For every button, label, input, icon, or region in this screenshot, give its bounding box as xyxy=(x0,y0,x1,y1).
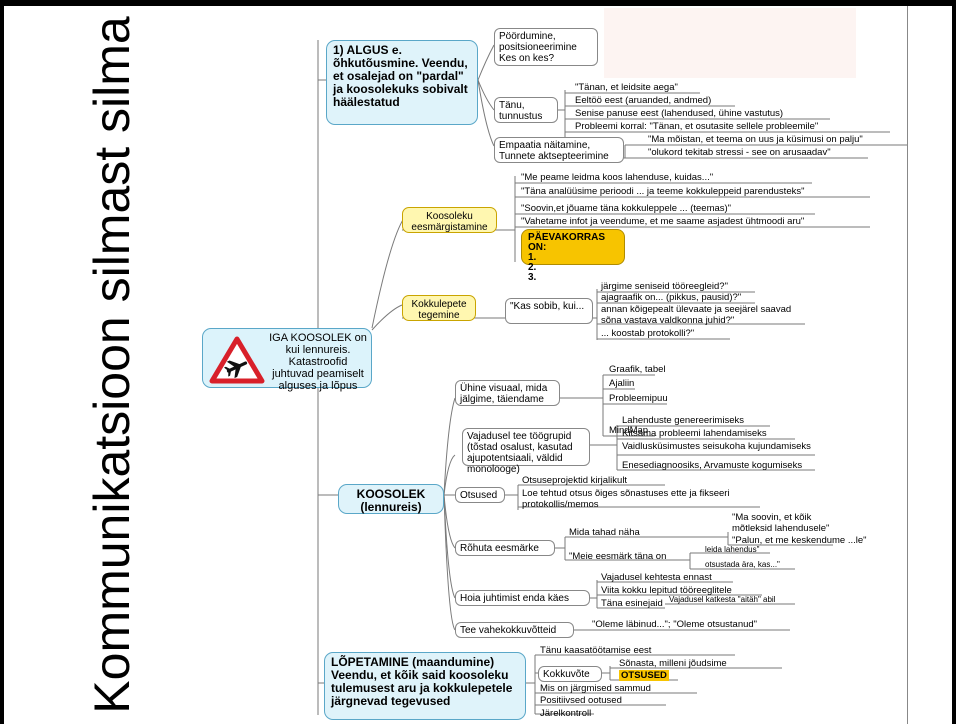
otsused-node: Otsused xyxy=(455,487,505,503)
rohuta-meie: "Meie eesmärk täna on xyxy=(569,551,667,562)
visuaal-item: Graafik, tabel xyxy=(609,364,666,375)
koosolek-node: KOOSOLEK (lennureis) xyxy=(338,484,444,514)
lopetamine-item: Mis on järgmised sammud xyxy=(540,683,651,694)
slide-frame-top xyxy=(0,0,956,6)
kokkulepe-item: järgime seniseid tööreegleid?" xyxy=(601,281,728,292)
eesmark-item: "Soovin,et jõuame täna kokkuleppele ... … xyxy=(521,203,732,214)
hoia-esinejaid: Täna esinejaid xyxy=(601,598,663,609)
empaatia-item: "Ma mõistan, et teema on uus ja küsimusi… xyxy=(648,134,863,145)
visuaal-node: Ühine visuaal, mida jälgime, täiendame xyxy=(455,380,560,406)
eesmark-item: "Täna analüüsime perioodi ... ja teeme k… xyxy=(521,186,805,197)
visuaal-item: Probleemipuu xyxy=(609,393,668,404)
toogrupid-item: Kitsama probleemi lahendamiseks xyxy=(622,428,767,439)
rohuta-mida: Mida tahad näha xyxy=(569,527,640,538)
hoia-node: Hoia juhtimist enda käes xyxy=(455,590,590,606)
toogrupid-node: Vajadusel tee töögrupid (tõstad osalust,… xyxy=(462,428,590,475)
lopetamine-item: Positiivsed ootused xyxy=(540,695,622,706)
slide-frame-right xyxy=(952,0,956,724)
tanu-item: Eeltöö eest (aruanded, andmed) xyxy=(575,95,712,106)
rohuta-mida-item: "Palun, et me keskendume ...le" xyxy=(732,535,867,546)
kokkuvote-node: Kokkuvõte xyxy=(538,666,602,682)
visuaal-item: Ajaliin xyxy=(609,378,635,389)
tanu-item: Probleemi korral: "Tänan, et osutasite s… xyxy=(575,121,819,132)
tanu-item: Senise panuse eest (lahendused, ühine va… xyxy=(575,108,784,119)
empaatia-item: "olukord tekitab stressi - see on arusaa… xyxy=(648,147,831,158)
agenda-item: 1. xyxy=(528,252,537,263)
lopetamine-node: LÕPETAMINE (maandumine) Veendu, et kõik … xyxy=(324,652,526,720)
kokkulepe-item: ... koostab protokolli?" xyxy=(601,328,695,339)
lopetamine-item: Järelkontroll xyxy=(540,708,592,719)
eesmark-node: Koosoleku eesmärgistamine xyxy=(402,207,497,233)
hoia-item: Viita kokku lepitud tööreeglitele xyxy=(601,585,732,596)
center-node: IGA KOOSOLEK on kui lennureis. Katastroo… xyxy=(202,328,372,392)
rohuta-node: Rõhuta eesmärke xyxy=(455,540,555,556)
rohuta-meie-item: leida lahendus" xyxy=(705,545,760,554)
agenda-item: 3. xyxy=(528,272,537,283)
otsused-item: Loe tehtud otsus õiges sõnastuses ette j… xyxy=(522,488,730,510)
kokkulepe-item: ajagraafik on... (pikkus, pausid)?" xyxy=(601,292,742,303)
vahe-item: "Oleme läbinud..."; "Oleme otsustanud" xyxy=(592,619,758,630)
algus-node: 1) ALGUS e. õhkutõusmine. Veendu, et osa… xyxy=(326,40,478,125)
kokkulepe-node: Kokkulepete tegemine xyxy=(402,295,476,321)
algus-empaatia-node: Empaatia näitamine, Tunnete aktsepteerim… xyxy=(494,137,624,163)
kokkulepe-kas-sobib-node: "Kas sobib, kui... xyxy=(505,298,593,324)
highlight-area xyxy=(604,8,856,78)
agenda-title: PÄEVAKORRAS ON: xyxy=(528,232,606,253)
algus-positsioneerimine-node: Pöördumine, positsioneerimine Kes on kes… xyxy=(494,28,598,66)
toogrupid-item: Vaidlusküsimustes seisukoha kujundamisek… xyxy=(622,441,811,452)
hoia-item: Vajadusel kehtesta ennast xyxy=(601,572,712,583)
slide-frame-left xyxy=(0,0,4,724)
eesmark-item: "Me peame leidma koos lahenduse, kuidas.… xyxy=(521,172,714,183)
rohuta-meie-item: otsustada ära, kas..." xyxy=(705,560,780,569)
airplane-warning-sign-icon xyxy=(209,336,265,384)
agenda-item: 2. xyxy=(528,262,537,273)
algus-tanu-node: Tänu, tunnustus xyxy=(494,97,558,123)
rohuta-mida-item: "Ma soovin, et kõik mõtleksid lahendusel… xyxy=(732,512,830,534)
hoia-aitah: Vajadusel katkesta "aitäh" abil xyxy=(669,595,776,604)
toogrupid-item: Enesediagnoosiks, Arvamuste kogumiseks xyxy=(622,460,803,471)
vahe-node: Tee vahekokkuvõtteid xyxy=(455,622,574,638)
otsused-highlight: OTSUSED xyxy=(619,670,669,681)
agenda-box: PÄEVAKORRAS ON: 1. 2. 3. xyxy=(521,229,625,283)
toogrupid-item: Lahenduste genereerimiseks xyxy=(622,415,744,426)
center-node-text: IGA KOOSOLEK on kui lennureis. Katastroo… xyxy=(269,332,367,392)
visuaal-item: MindMap xyxy=(609,425,649,436)
kokkulepe-item: annan kõigepealt ülevaate ja seejärel sa… xyxy=(601,304,792,326)
eesmark-item: "Vahetame infot ja veendume, et me saame… xyxy=(521,216,805,227)
otsused-item: Otsuseprojektid kirjalikult xyxy=(522,475,628,486)
lopetamine-tanu: Tänu kaasatöötamise eest xyxy=(540,645,652,656)
tanu-item: "Tänan, et leidsite aega" xyxy=(575,82,678,93)
right-divider xyxy=(907,6,908,724)
kokkuvote-item: Sõnasta, milleni jõudsime xyxy=(619,658,727,669)
